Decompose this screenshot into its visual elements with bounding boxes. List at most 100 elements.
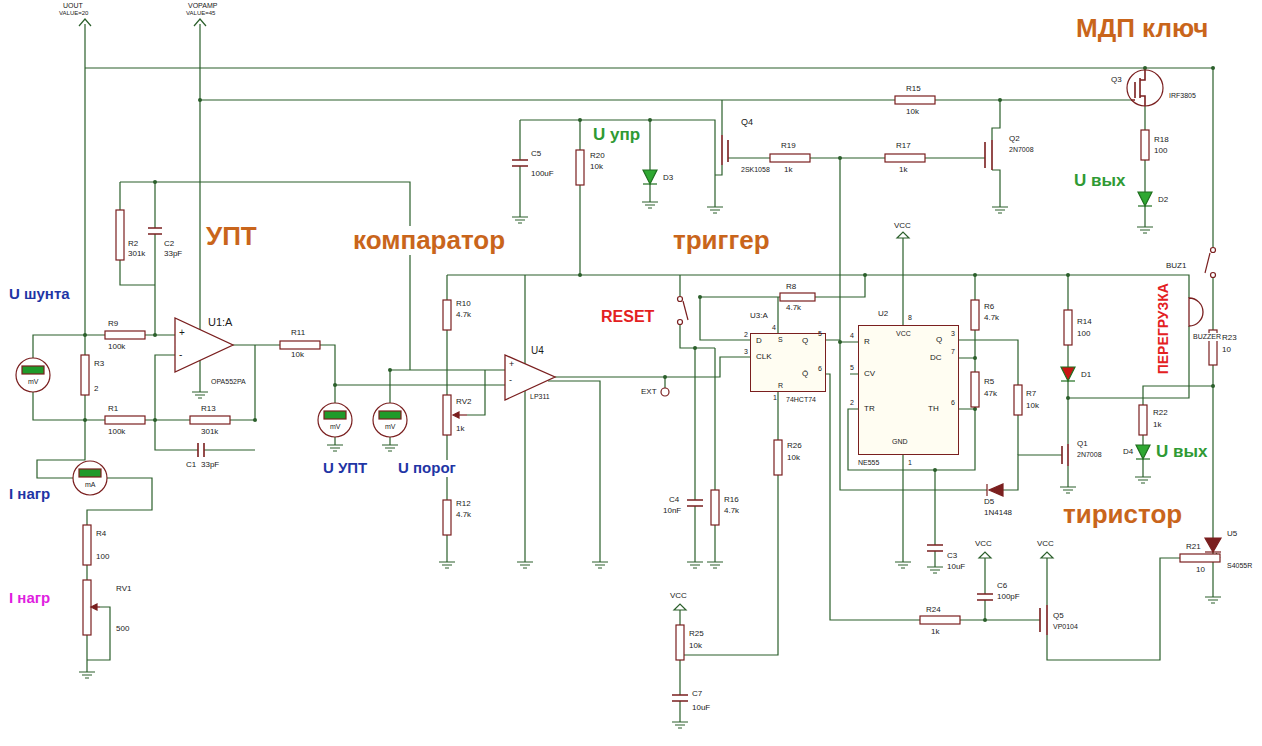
capacitor-symbol	[198, 443, 204, 457]
component-label: VOPAMP	[187, 2, 218, 10]
component-label: 10k	[1025, 402, 1040, 411]
resistor-symbol	[780, 293, 815, 301]
ground-symbol	[79, 202, 1221, 728]
switch-symbol	[683, 301, 688, 320]
resistor-symbol	[1180, 554, 1220, 562]
meter-label: U порог	[397, 460, 457, 477]
power-terminal	[897, 232, 909, 238]
component-label: VCC	[974, 540, 993, 549]
junction-dot	[83, 333, 87, 337]
component-label: 100	[1076, 330, 1091, 339]
led-symbol	[1136, 458, 1150, 459]
component-label: LP311	[529, 393, 551, 401]
capacitor-symbol	[512, 160, 528, 166]
meter-symbol	[16, 358, 50, 392]
resistor-symbol	[190, 416, 230, 424]
component-label: 500	[115, 625, 130, 634]
component-label: VCC	[1036, 540, 1055, 549]
resistor-symbol	[1141, 130, 1149, 160]
component-label: R1	[107, 405, 119, 414]
component-label: D4	[1122, 448, 1134, 457]
component-label: VALUE=45	[185, 10, 216, 17]
junction-dot	[333, 383, 337, 387]
component-label: 47k	[983, 390, 998, 399]
component-label: 4.7k	[983, 314, 1000, 323]
opamp-symbol	[175, 318, 555, 400]
warning-label: RESET	[600, 308, 655, 326]
resistor-symbol	[774, 440, 782, 475]
resistor-symbol	[920, 616, 960, 624]
pin-name: S	[777, 336, 784, 344]
component-label: C4	[668, 496, 680, 505]
meter-label: U шунта	[8, 286, 71, 303]
junction-dot	[933, 468, 937, 472]
component-label: 100k	[107, 428, 126, 437]
junction-dot	[153, 418, 157, 422]
pin-number: 3	[743, 348, 749, 356]
wire	[680, 275, 865, 562]
ground-symbol	[895, 562, 911, 568]
junction-dot	[388, 368, 392, 372]
resistor-symbol	[971, 372, 979, 407]
junction-dot	[973, 356, 977, 360]
component-label: 10	[1195, 566, 1206, 575]
part-label: 74HCT74	[785, 396, 817, 404]
component-label: R5	[983, 378, 995, 387]
section-title: триггер	[672, 226, 771, 255]
resistor-symbol	[280, 341, 320, 349]
ground-symbol	[79, 672, 95, 678]
pin-number: 8	[907, 314, 913, 322]
thyristor-symbol	[1205, 538, 1221, 552]
wire	[715, 100, 1000, 207]
potentiometer-wiper	[91, 412, 467, 610]
junction-dot	[253, 418, 257, 422]
junction-dot	[838, 340, 842, 344]
potentiometer-wiper	[453, 412, 459, 418]
resistor-symbol	[443, 300, 451, 330]
component-label: U1:A	[207, 316, 233, 328]
component-label: 4.7k	[785, 304, 802, 313]
thyristor-symbol	[1205, 538, 1221, 552]
component-label: 10k	[290, 351, 305, 360]
component-label: C3	[946, 552, 958, 561]
meter-symbol	[379, 411, 401, 419]
component-label: VCC	[893, 222, 912, 231]
resistor-symbol	[711, 490, 719, 525]
pin-number: 4	[849, 332, 855, 340]
ground-symbol	[192, 392, 208, 398]
ground-symbol	[1135, 477, 1151, 483]
component-label: 10k	[905, 108, 920, 117]
pin-name: R	[777, 382, 784, 390]
resistor-symbol	[885, 154, 925, 162]
component-label: VCC	[669, 592, 688, 601]
component-label: 33pF	[200, 461, 220, 470]
component-label: -	[508, 376, 513, 386]
mosfet-symbol	[1040, 605, 1047, 635]
wire	[525, 275, 750, 562]
junction-dot	[973, 407, 977, 411]
ground-symbol	[687, 562, 703, 568]
ground-symbol	[512, 217, 528, 223]
component-label: 10nF	[662, 507, 682, 516]
component-label: mA	[84, 481, 97, 489]
component-label: R16	[723, 496, 740, 505]
led-symbol	[643, 183, 657, 184]
component-label: 1N4148	[983, 509, 1013, 518]
power-terminal	[979, 552, 991, 558]
capacitor-symbol	[148, 228, 162, 234]
junction-dot	[998, 98, 1002, 102]
component-label: C1	[185, 461, 197, 470]
ground-symbol	[707, 207, 723, 213]
component-label: 10uF	[691, 704, 711, 713]
mosfet-symbol	[985, 140, 992, 170]
junction-dot	[198, 98, 202, 102]
pin-name: TR	[863, 405, 876, 414]
resistor-symbol	[1014, 385, 1022, 415]
component-label: R24	[925, 606, 942, 615]
pin-name: Q̄	[801, 370, 809, 379]
led-symbol	[1061, 380, 1075, 381]
component-label: U5	[1226, 530, 1238, 539]
power-terminal	[1041, 552, 1053, 558]
junction-dot	[698, 295, 702, 299]
